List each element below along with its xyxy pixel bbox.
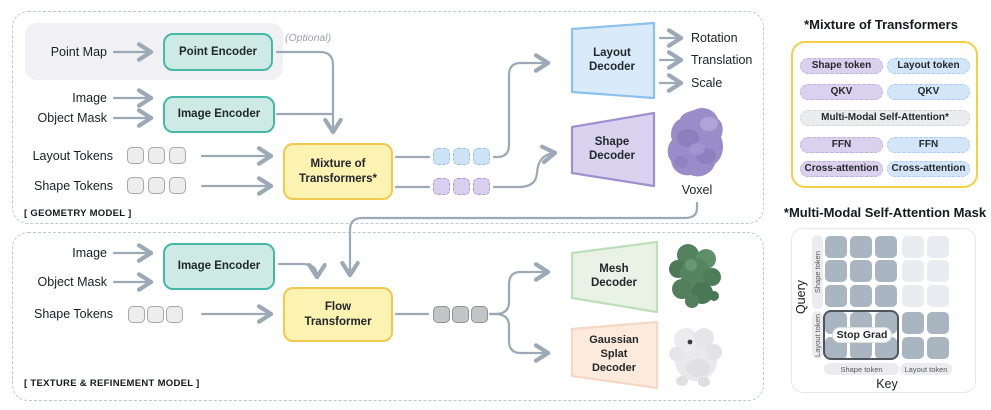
token bbox=[166, 306, 183, 323]
key-group-shape-token: Shape token bbox=[824, 363, 899, 375]
shape-decoder-label: Shape Decoder bbox=[588, 136, 636, 163]
mask-cell bbox=[927, 337, 949, 359]
token bbox=[433, 306, 450, 323]
image2-label: Image bbox=[72, 246, 107, 260]
mask-cell bbox=[927, 312, 949, 334]
image-encoder-node: Image Encoder bbox=[163, 96, 275, 133]
mask-panel-title: *Multi-Modal Self-Attention Mask bbox=[783, 205, 987, 220]
layout-tokens-label: Layout Tokens bbox=[32, 149, 113, 163]
mot-panel-title: *Mixture of Transformers bbox=[804, 17, 958, 32]
optional-note: (Optional) bbox=[285, 32, 332, 44]
purple-latent-tokens bbox=[433, 178, 493, 195]
mot-detail-box: Shape token Layout token QKV QKV Multi-M… bbox=[791, 41, 978, 188]
token bbox=[148, 147, 165, 164]
translation-output: Translation bbox=[691, 53, 753, 67]
blue-latent-tokens bbox=[433, 148, 493, 165]
mask-cell bbox=[825, 285, 847, 307]
mask-cell bbox=[902, 312, 924, 334]
point-encoder-node: Point Encoder bbox=[163, 33, 273, 71]
gray-latent-tokens bbox=[433, 306, 490, 323]
point-map-label: Point Map bbox=[50, 45, 107, 59]
mask-cell bbox=[875, 260, 897, 282]
token bbox=[452, 306, 469, 323]
token bbox=[127, 177, 144, 194]
token bbox=[148, 177, 165, 194]
mask-cell bbox=[927, 260, 949, 282]
chip-cross-attention-shape: Cross-attention bbox=[800, 161, 883, 177]
stop-grad-label: Stop Grad bbox=[832, 327, 892, 343]
token bbox=[453, 148, 470, 165]
mask-cell bbox=[927, 236, 949, 258]
mask-cell bbox=[850, 236, 872, 258]
chip-ffn-shape: FFN bbox=[800, 137, 883, 153]
mask-cell bbox=[902, 285, 924, 307]
token bbox=[453, 178, 470, 195]
query-axis-label: Query bbox=[794, 279, 808, 315]
mesh-decoder-label: Mesh Decoder bbox=[590, 263, 638, 290]
mask-cell bbox=[825, 260, 847, 282]
token bbox=[169, 147, 186, 164]
layout-decoder-label: Layout Decoder bbox=[588, 47, 636, 74]
gaussian-decoder-label: Gaussian Splat Decoder bbox=[589, 334, 639, 374]
mask-cell bbox=[902, 260, 924, 282]
chip-cross-attention-layout: Cross-attention bbox=[887, 161, 970, 177]
mask-cell bbox=[850, 260, 872, 282]
shape-token2-squares bbox=[128, 306, 185, 323]
shape-tokens-label: Shape Tokens bbox=[34, 179, 113, 193]
image-encoder2-node: Image Encoder bbox=[163, 243, 275, 290]
object-mask2-label: Object Mask bbox=[37, 275, 107, 289]
mask-cell bbox=[927, 285, 949, 307]
mask-cell bbox=[902, 337, 924, 359]
geometry-model-tag: [ GEOMETRY MODEL ] bbox=[24, 208, 132, 219]
query-group-layout-token: Layout token bbox=[812, 311, 823, 359]
gaussian-splat-thumbnail bbox=[668, 320, 724, 393]
attention-mask-box: Query Shape token Layout token Stop Grad… bbox=[791, 228, 976, 393]
token bbox=[127, 147, 144, 164]
token bbox=[433, 178, 450, 195]
token bbox=[473, 178, 490, 195]
mask-cell bbox=[875, 285, 897, 307]
chip-qkv-layout: QKV bbox=[887, 84, 970, 100]
flow-transformer-node: Flow Transformer bbox=[283, 287, 393, 342]
chip-ffn-layout: FFN bbox=[887, 137, 970, 153]
chip-multimodal-self-attention: Multi-Modal Self-Attention* bbox=[800, 110, 970, 126]
mask-cell bbox=[850, 285, 872, 307]
stop-grad-region bbox=[823, 310, 899, 360]
mesh-thumbnail bbox=[664, 241, 726, 316]
token bbox=[433, 148, 450, 165]
rotation-output: Rotation bbox=[691, 31, 738, 45]
image-label: Image bbox=[72, 91, 107, 105]
texture-model-tag: [ TEXTURE & REFINEMENT MODEL ] bbox=[24, 378, 200, 389]
scale-output: Scale bbox=[691, 76, 723, 90]
shape-token-squares bbox=[127, 177, 190, 194]
chip-layout-token: Layout token bbox=[887, 58, 970, 74]
query-group-shape-token: Shape token bbox=[812, 235, 823, 309]
token bbox=[169, 177, 186, 194]
token bbox=[147, 306, 164, 323]
token bbox=[128, 306, 145, 323]
mixture-of-transformers-node: Mixture of Transformers* bbox=[283, 143, 393, 200]
mask-cell bbox=[902, 236, 924, 258]
voxel-caption: Voxel bbox=[681, 183, 713, 197]
token bbox=[473, 148, 490, 165]
mask-cell bbox=[825, 236, 847, 258]
chip-qkv-shape: QKV bbox=[800, 84, 883, 100]
object-mask-label: Object Mask bbox=[37, 111, 107, 125]
layout-token-squares bbox=[127, 147, 190, 164]
chip-shape-token: Shape token bbox=[800, 58, 883, 74]
mask-cell bbox=[875, 236, 897, 258]
key-group-layout-token: Layout token bbox=[900, 363, 952, 375]
shape-tokens2-label: Shape Tokens bbox=[34, 307, 113, 321]
key-axis-label: Key bbox=[876, 377, 898, 391]
token bbox=[471, 306, 488, 323]
voxel-thumbnail bbox=[666, 104, 726, 185]
